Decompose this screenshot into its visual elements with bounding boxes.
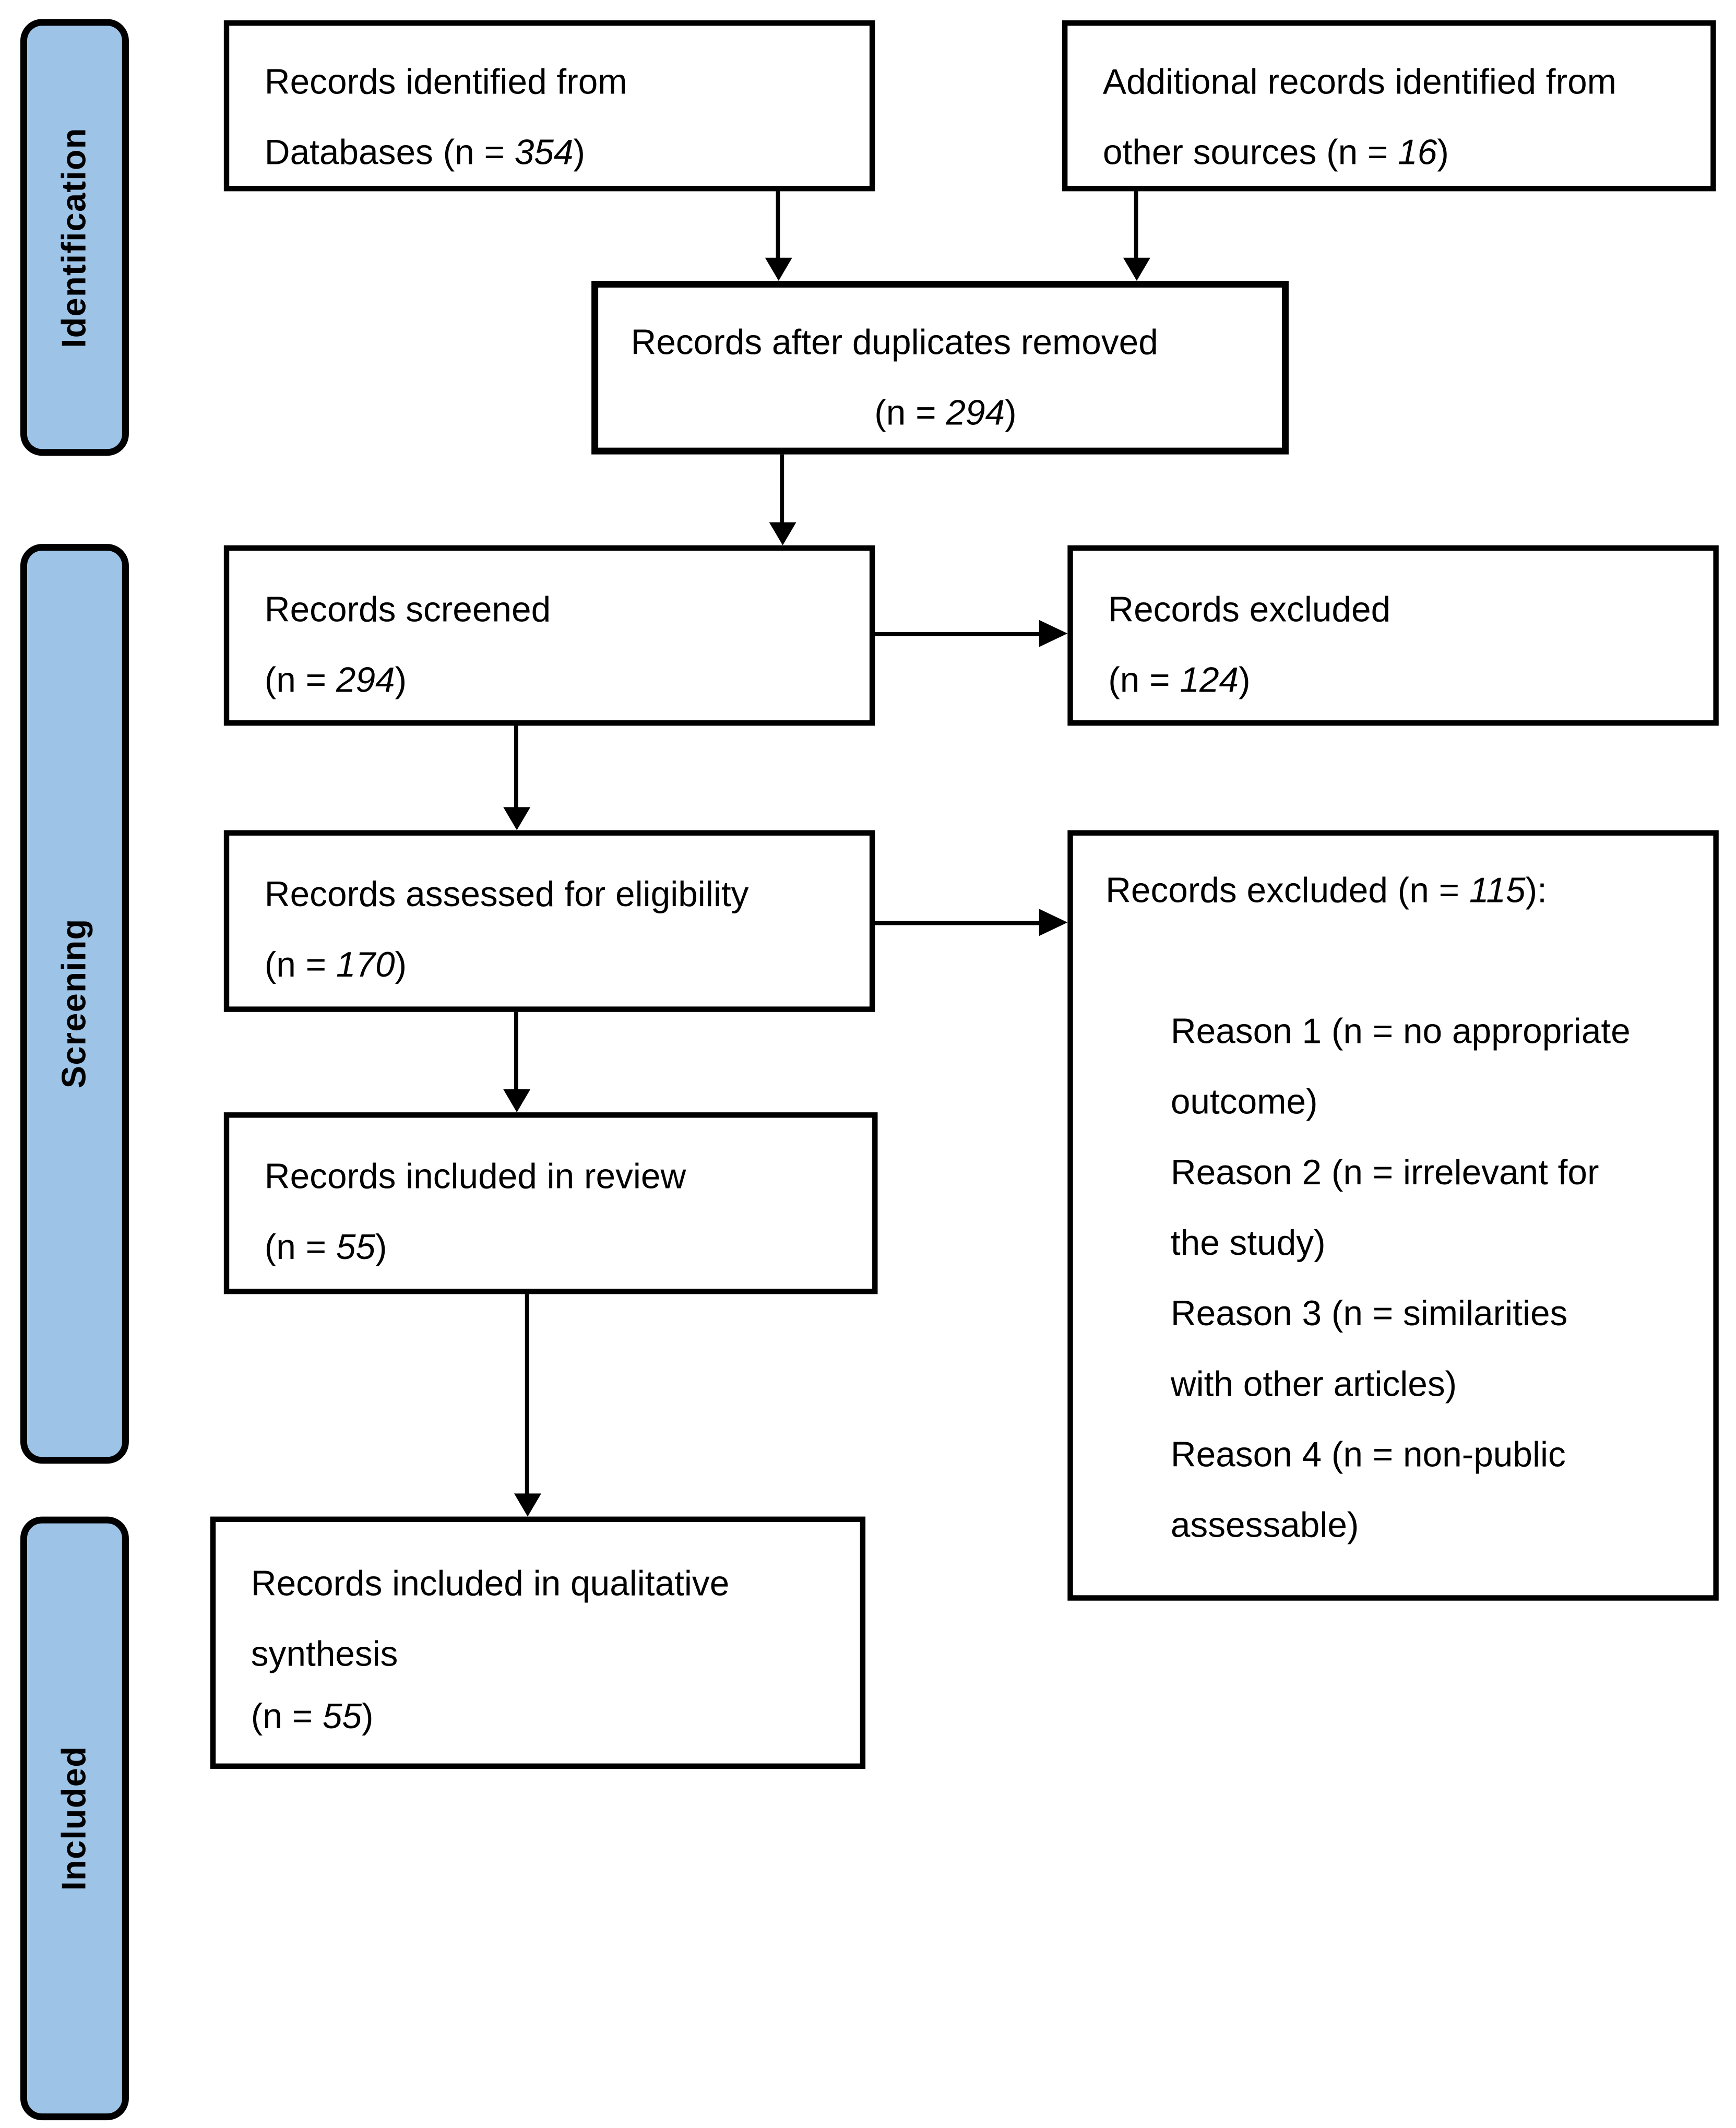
arrowhead-down-icon <box>1123 257 1150 281</box>
box-records-synthesis-line2: synthesis <box>251 1633 398 1674</box>
box-additional-records-line1: Additional records identified from <box>1102 61 1616 102</box>
box-records-excluded-screening-line2: (n = 124) <box>1108 659 1251 700</box>
box-records-assessed-line2: (n = 170) <box>264 944 407 985</box>
excluded-eligibility-count: 115 <box>1469 869 1526 910</box>
review-count: 55 <box>336 1226 376 1267</box>
box-duplicates-removed-line2: (n = 294) <box>874 392 1017 433</box>
arrow-line <box>875 632 1041 636</box>
box-records-review-line2: (n = 55) <box>264 1226 387 1267</box>
box-records-screened: Records screened (n = 294) <box>223 545 875 726</box>
exclusion-reason-3: Reason 3 (n = similarities with other ar… <box>1170 1292 1568 1404</box>
arrowhead-right-icon <box>1039 909 1068 936</box>
box-additional-records-line2: other sources (n = 16) <box>1102 132 1449 173</box>
box-records-review: Records included in review (n = 55) <box>223 1112 878 1294</box>
arrow-stem <box>776 191 780 259</box>
box-records-identified: Records identified from Databases (n = 3… <box>223 20 875 192</box>
arrowhead-down-icon <box>765 257 792 281</box>
excluded-screening-count: 124 <box>1180 659 1239 700</box>
box-records-excluded-eligibility: Records excluded (n = 115): Reason 1 (n … <box>1067 830 1719 1601</box>
box-records-synthesis: Records included in qualitative synthesi… <box>210 1516 866 1769</box>
arrow-stem <box>514 1012 518 1091</box>
arrow-line <box>875 921 1041 925</box>
spacer <box>1105 925 1692 995</box>
arrow-stem <box>525 1294 529 1495</box>
screened-count: 294 <box>336 659 395 700</box>
exclusion-reasons-list: Reason 1 (n = no appropriate outcome) Re… <box>1171 996 1692 1560</box>
additional-count: 16 <box>1398 132 1437 173</box>
exclusion-reason-4: Reason 4 (n = non-public assessable) <box>1170 1434 1566 1546</box>
box-records-review-line1: Records included in review <box>264 1156 686 1197</box>
box-records-synthesis-line1: Records included in qualitative <box>251 1562 730 1603</box>
sidebar-screening: Screening <box>20 544 129 1464</box>
arrow-stem <box>1134 191 1138 259</box>
box-records-screened-line2: (n = 294) <box>264 659 407 700</box>
assessed-count: 170 <box>336 944 395 985</box>
box-records-assessed-line1: Records assessed for eligibility <box>264 873 749 914</box>
exclusion-reason-2: Reason 2 (n = irrelevant for the study) <box>1170 1151 1599 1263</box>
box-additional-records: Additional records identified from other… <box>1062 20 1716 192</box>
arrowhead-right-icon <box>1039 620 1068 647</box>
arrowhead-down-icon <box>503 807 531 830</box>
sidebar-screening-label: Screening <box>55 919 93 1089</box>
duplicates-count: 294 <box>946 392 1005 433</box>
arrow-stem <box>514 726 518 809</box>
box-records-screened-line1: Records screened <box>264 588 551 629</box>
sidebar-included-label: Included <box>55 1746 93 1891</box>
synthesis-count: 55 <box>322 1695 362 1737</box>
box-records-identified-line1: Records identified from <box>264 61 627 102</box>
box-records-excluded-eligibility-title: Records excluded (n = 115): <box>1105 869 1547 910</box>
box-records-assessed: Records assessed for eligibility (n = 17… <box>223 830 875 1012</box>
box-records-excluded-screening-line1: Records excluded <box>1108 588 1391 629</box>
arrowhead-down-icon <box>503 1089 531 1113</box>
box-records-excluded-screening: Records excluded (n = 124) <box>1067 545 1719 726</box>
sidebar-identification: Identification <box>20 19 129 456</box>
box-duplicates-removed-line1: Records after duplicates removed <box>631 321 1158 362</box>
identified-count: 354 <box>514 132 574 173</box>
sidebar-identification-label: Identification <box>55 127 93 348</box>
arrow-stem <box>780 454 784 524</box>
arrowhead-down-icon <box>514 1493 541 1517</box>
box-records-identified-line2: Databases (n = 354) <box>264 132 586 173</box>
sidebar-included: Included <box>20 1516 129 2121</box>
exclusion-reason-1: Reason 1 (n = no appropriate outcome) <box>1170 1010 1631 1122</box>
box-duplicates-removed: Records after duplicates removed (n = 29… <box>591 280 1289 455</box>
arrowhead-down-icon <box>769 522 796 545</box>
box-records-synthesis-line3: (n = 55) <box>251 1695 374 1737</box>
